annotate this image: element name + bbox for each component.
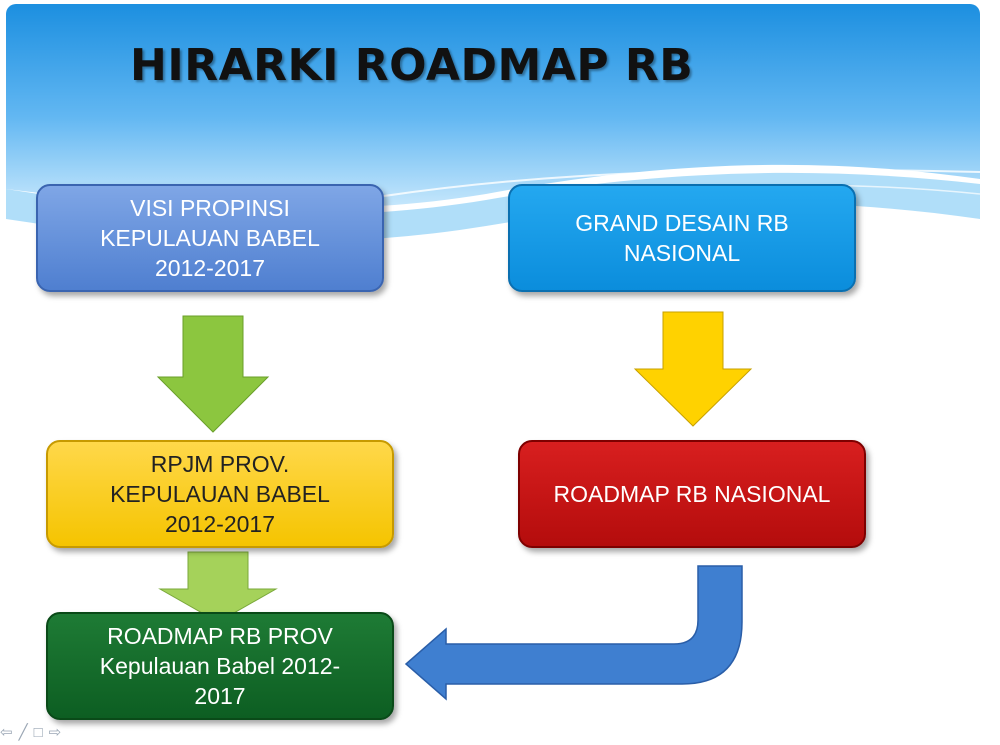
arrow-down-green-top	[156, 315, 270, 433]
rpjm-prov-box: RPJM PROV. KEPULAUAN BABEL 2012-2017	[46, 440, 394, 548]
page-title: HIRARKI ROADMAP RB	[130, 40, 694, 91]
slide: HIRARKI ROADMAP RB VISI PROPINSI KEPULAU…	[6, 4, 980, 740]
arrow-down-green-bottom	[158, 551, 278, 623]
roadmap-nasional-box: ROADMAP RB NASIONAL	[518, 440, 866, 548]
slide-nav-controls: ⇦╱□⇨	[0, 723, 67, 741]
arrows-layer	[156, 311, 753, 701]
back-icon[interactable]: ⇦	[0, 724, 19, 741]
arrow-curved-blue	[404, 565, 743, 701]
forward-icon[interactable]: ⇨	[48, 724, 68, 741]
visi-propinsi-box: VISI PROPINSI KEPULAUAN BABEL 2012-2017	[36, 184, 384, 292]
arrow-down-yellow	[633, 311, 753, 427]
menu-icon[interactable]: □	[33, 724, 49, 741]
grand-desain-box: GRAND DESAIN RB NASIONAL	[508, 184, 856, 292]
pen-icon[interactable]: ╱	[18, 724, 34, 741]
roadmap-prov-box: ROADMAP RB PROV Kepulauan Babel 2012- 20…	[46, 612, 394, 720]
